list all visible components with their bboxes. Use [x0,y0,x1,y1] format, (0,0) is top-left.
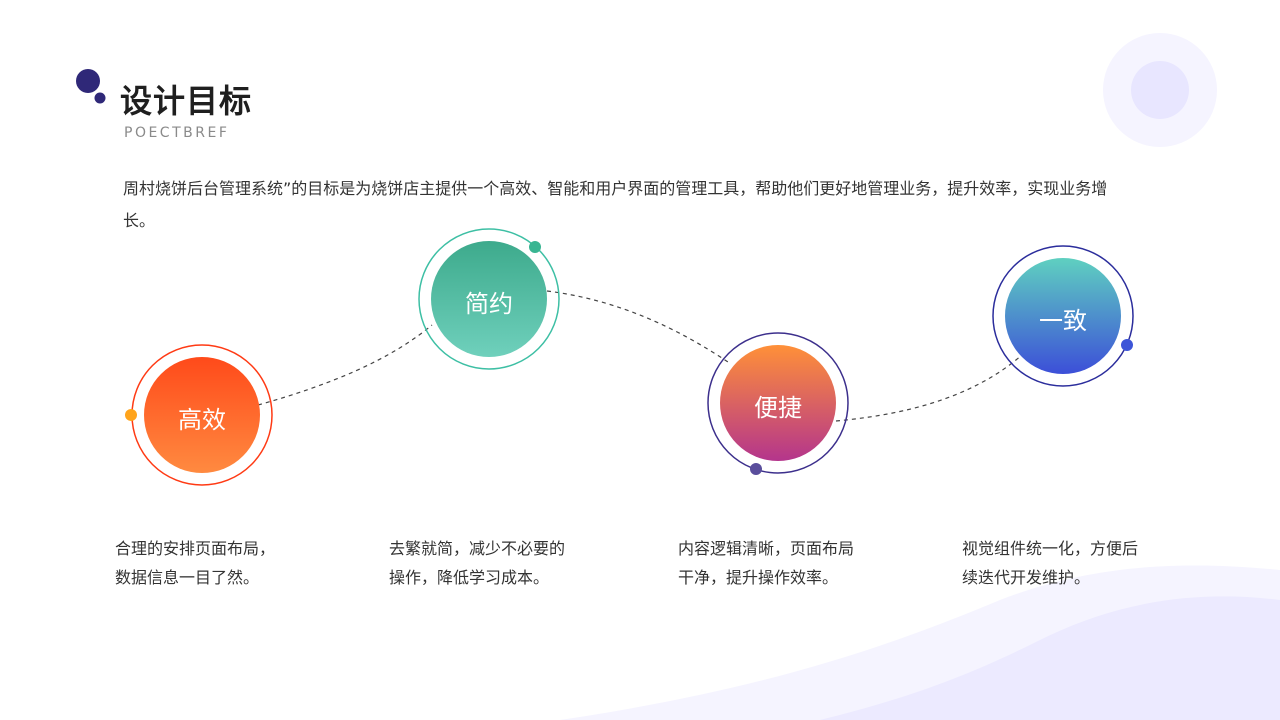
node-4-dot [1121,339,1133,351]
node-2-ring [418,228,560,370]
node-2-label: 简约 [465,290,513,318]
node-3-circle [720,345,836,461]
node-3-desc-line-2: 干净，提升操作效率。 [678,568,839,587]
node-1-desc-line-1: 合理的安排页面布局， [115,539,276,558]
node-2-desc-line-1: 去繁就简，减少不必要的 [389,539,566,558]
connector-curve [257,290,1023,422]
node-3-dot [750,463,762,475]
node-2-desc-line-2: 操作，降低学习成本。 [389,568,550,587]
node-3-desc-line-1: 内容逻辑清晰，页面布局 [678,539,855,558]
node-1-description: 合理的安排页面布局， 数据信息一目了然。 [115,534,275,592]
node-4-desc-line-1: 视觉组件统一化，方便后 [962,539,1139,558]
title-dot-small [94,92,106,104]
node-3-description: 内容逻辑清晰，页面布局 干净，提升操作效率。 [678,534,854,592]
node-4-ring [992,245,1134,387]
node-2-dot [529,241,541,253]
title-dot-large [76,69,100,93]
node-4-label: 一致 [1039,307,1087,335]
node-1-label: 高效 [178,406,226,434]
node-4-circle [1005,258,1121,374]
page-title: 设计目标 [120,82,253,120]
page-subtitle: POECTBREF [124,125,230,141]
node-3-ring [707,332,849,474]
bottom-wave-front [820,596,1280,720]
node-2-description: 去繁就简，减少不必要的 操作，降低学习成本。 [389,534,565,592]
deco-circle-inner [1131,61,1189,119]
node-4-description: 视觉组件统一化，方便后 续迭代开发维护。 [962,534,1138,592]
intro-paragraph: 周村烧饼后台管理系统”的目标是为烧饼店主提供一个高效、智能和用户界面的管理工具，… [123,179,1108,230]
node-1-desc-line-2: 数据信息一目了然。 [115,568,260,587]
node-1-dot [125,409,137,421]
node-1-circle [144,357,260,473]
node-2-circle [431,241,547,357]
node-3-label: 便捷 [754,394,802,422]
node-4-desc-line-2: 续迭代开发维护。 [962,568,1091,587]
